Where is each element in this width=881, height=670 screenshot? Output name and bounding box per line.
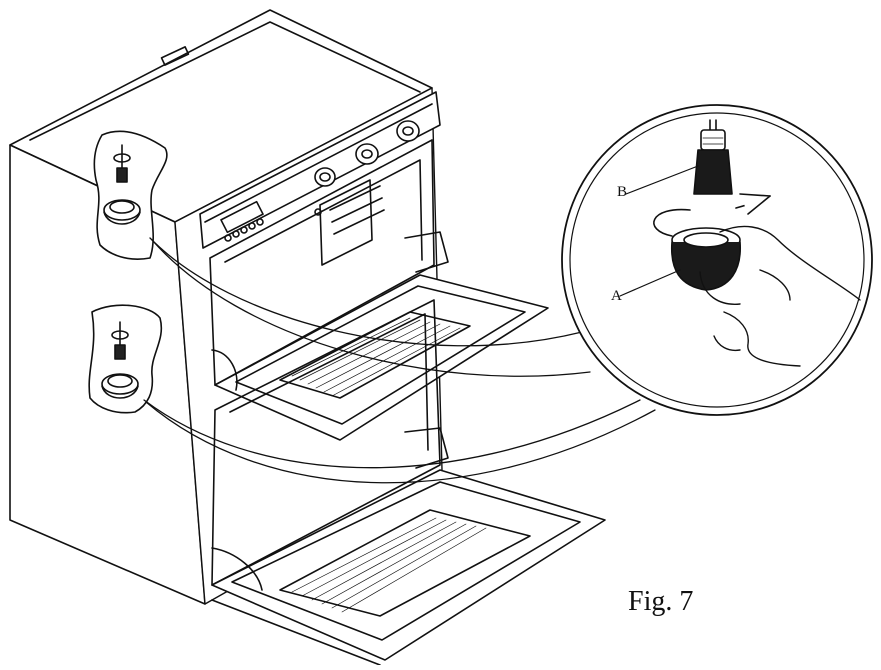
callout-label-b: B [617, 184, 628, 200]
halogen-bulb [693, 119, 733, 195]
detail-magnifier [561, 104, 873, 416]
hand-illustration [699, 225, 861, 367]
rotation-arrow-icon [653, 193, 771, 237]
lower-lamp-cutout [88, 304, 163, 414]
lamp-bulb-icon [101, 321, 139, 399]
callout-label-a: A [611, 288, 622, 304]
upper-lamp-cutout [93, 130, 168, 260]
upper-oven-cavity [209, 139, 449, 386]
lower-oven-door [211, 469, 606, 666]
control-knob [355, 143, 379, 165]
control-knob [314, 167, 336, 187]
lamp-bulb-icon [103, 144, 141, 225]
figure-caption: Fig. 7 [628, 586, 694, 617]
control-knob [396, 120, 420, 142]
detail-leader-lines [143, 237, 656, 484]
control-panel [199, 91, 441, 249]
